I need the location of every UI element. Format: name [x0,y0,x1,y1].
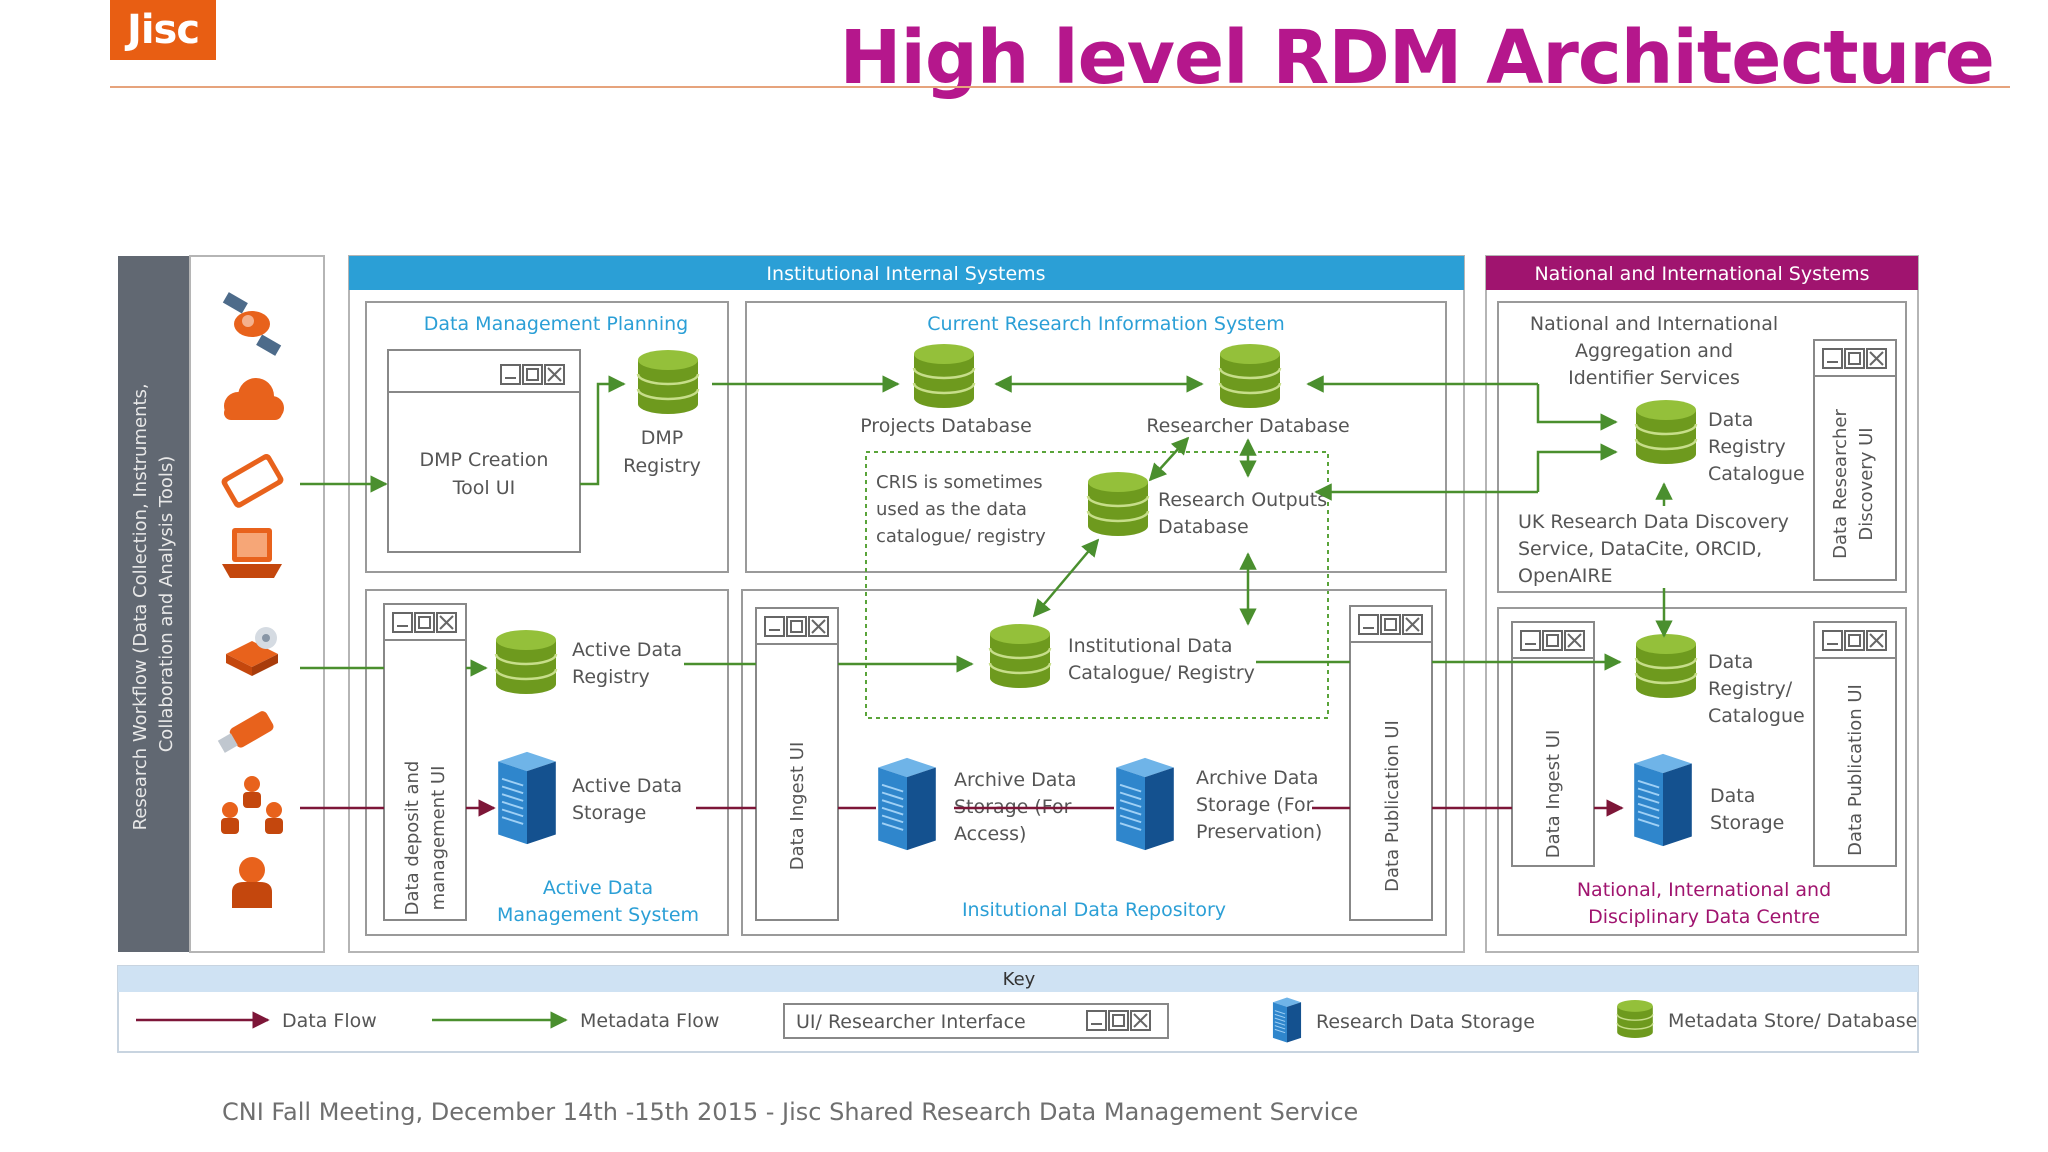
national-ingest-window-buttons-icon [1520,630,1585,651]
metadata-flow-to-national-registry-a [1536,384,1618,431]
dmp-window-buttons-icon [500,364,565,385]
repository-publication-ui-label: Data Publication UI [1382,720,1403,892]
key-ui-label: UI/ Researcher Interface [796,1011,1026,1033]
institutional-header-bar [349,256,1464,290]
laptop-icon [222,528,282,578]
archive-preservation-storage-icon [1115,756,1175,852]
institutional-header: Institutional Internal Systems [766,263,1045,285]
key-header-bar [118,966,1918,992]
metadata-flow-outputs-catalogue-diag [1032,538,1100,618]
national-aggregation-panel [1497,301,1907,593]
repo-publication-window-buttons-icon [1358,614,1423,635]
national-registry-database-icon [1634,398,1698,466]
national-publication-ui-window[interactable] [1813,621,1897,867]
active-data-registry-database-icon [494,628,558,696]
discovery-window-buttons-icon [1822,348,1887,369]
cris-catalogue-dashed-area [865,451,1329,719]
repo-ingest-window-buttons-icon [764,616,829,637]
research-outputs-database-icon [1086,470,1150,538]
dmp-registry-database-icon [636,348,700,416]
key-title: Key [1003,969,1036,990]
dmp-panel [365,301,729,573]
national-catalogue-database-icon [1634,632,1698,700]
repository-ingest-ui-window[interactable] [755,607,839,921]
key-storage-label: Research Data Storage [1316,1011,1535,1033]
metadata-flow-dmp-tool-to-registry [580,375,626,486]
cris-title: Current Research Information System [927,313,1284,335]
projects-database-icon [912,342,976,410]
national-publication-ui-label: Data Publication UI [1845,684,1866,856]
key-database-label: Metadata Store/ Database [1668,1010,1917,1032]
key-database-icon [1616,999,1654,1039]
national-data-centre-panel [1497,607,1907,936]
key-metadata-flow-label: Metadata Flow [580,1010,719,1032]
active-data-storage-icon [497,750,557,846]
national-data-storage-icon [1633,752,1693,848]
deposit-window-buttons-icon [392,612,457,633]
metadata-flow-researcher-outputs-a [1148,436,1190,482]
metadata-flow-to-national-registry-b [1536,443,1618,492]
footer-text: CNI Fall Meeting, December 14th -15th 20… [222,1098,1359,1126]
workflow-device-column [189,255,325,953]
national-publication-window-buttons-icon [1822,630,1887,651]
key-storage-icon [1272,997,1302,1043]
cloud-icon [224,378,284,420]
researcher-icon [232,857,272,908]
workflow-label: Research Workflow (Data Collection, Inst… [130,378,177,831]
national-header: National and International Systems [1534,263,1869,285]
discovery-ui-window[interactable] [1813,339,1897,581]
key-data-flow-label: Data Flow [282,1010,377,1032]
researcher-database-label: Researcher Database [1146,415,1349,437]
repository-publication-ui-window[interactable] [1349,605,1433,921]
key-window-buttons-icon [1086,1010,1151,1031]
national-ingest-ui-label: Data Ingest UI [1543,730,1564,859]
page-title: High level RDM Architecture [839,15,1995,101]
active-data-panel [365,589,729,936]
national-header-bar [1486,256,1918,290]
usb-drive-icon [217,711,274,753]
repository-title: Insitutional Data Repository [962,899,1226,921]
jisc-logo: Jisc [110,0,216,60]
archive-access-storage-icon [877,756,937,852]
repository-ingest-ui-label: Data Ingest UI [787,742,808,871]
researcher-database-icon [1218,342,1282,410]
title-rule [110,86,2010,88]
institutional-catalogue-database-icon [988,622,1052,690]
satellite-icon [222,292,282,356]
workflow-band [118,256,190,952]
data-deposit-ui-window[interactable] [383,603,467,921]
collaborators-icon [221,776,283,834]
projects-database-label: Projects Database [860,415,1032,437]
instrument-icon [226,627,278,676]
dmp-title: Data Management Planning [424,313,688,335]
tablet-icon [221,453,284,508]
